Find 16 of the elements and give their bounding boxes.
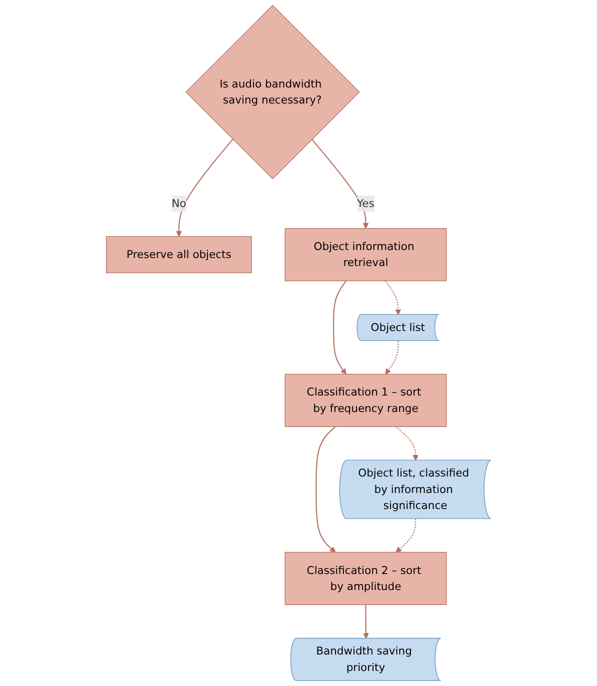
arrow [332, 280, 346, 374]
arrow [176, 138, 234, 237]
arrow [384, 340, 399, 374]
arrow [362, 604, 369, 639]
arrow [384, 280, 401, 316]
node-box: Object information retrieval [284, 228, 446, 282]
arrow [395, 519, 416, 553]
arrow [311, 138, 368, 229]
node-diamond: Is audio bandwidth saving necessary? [185, 4, 360, 180]
edge-label: No [171, 196, 186, 210]
node-box: Classification 1 – sort by frequency range [284, 374, 446, 427]
node-box: Preserve all objects [106, 236, 252, 274]
arrow [315, 426, 336, 553]
arrow [395, 426, 418, 461]
node-box: Classification 2 – sort by amplitude [284, 552, 446, 606]
edge-label: Yes [356, 196, 374, 210]
